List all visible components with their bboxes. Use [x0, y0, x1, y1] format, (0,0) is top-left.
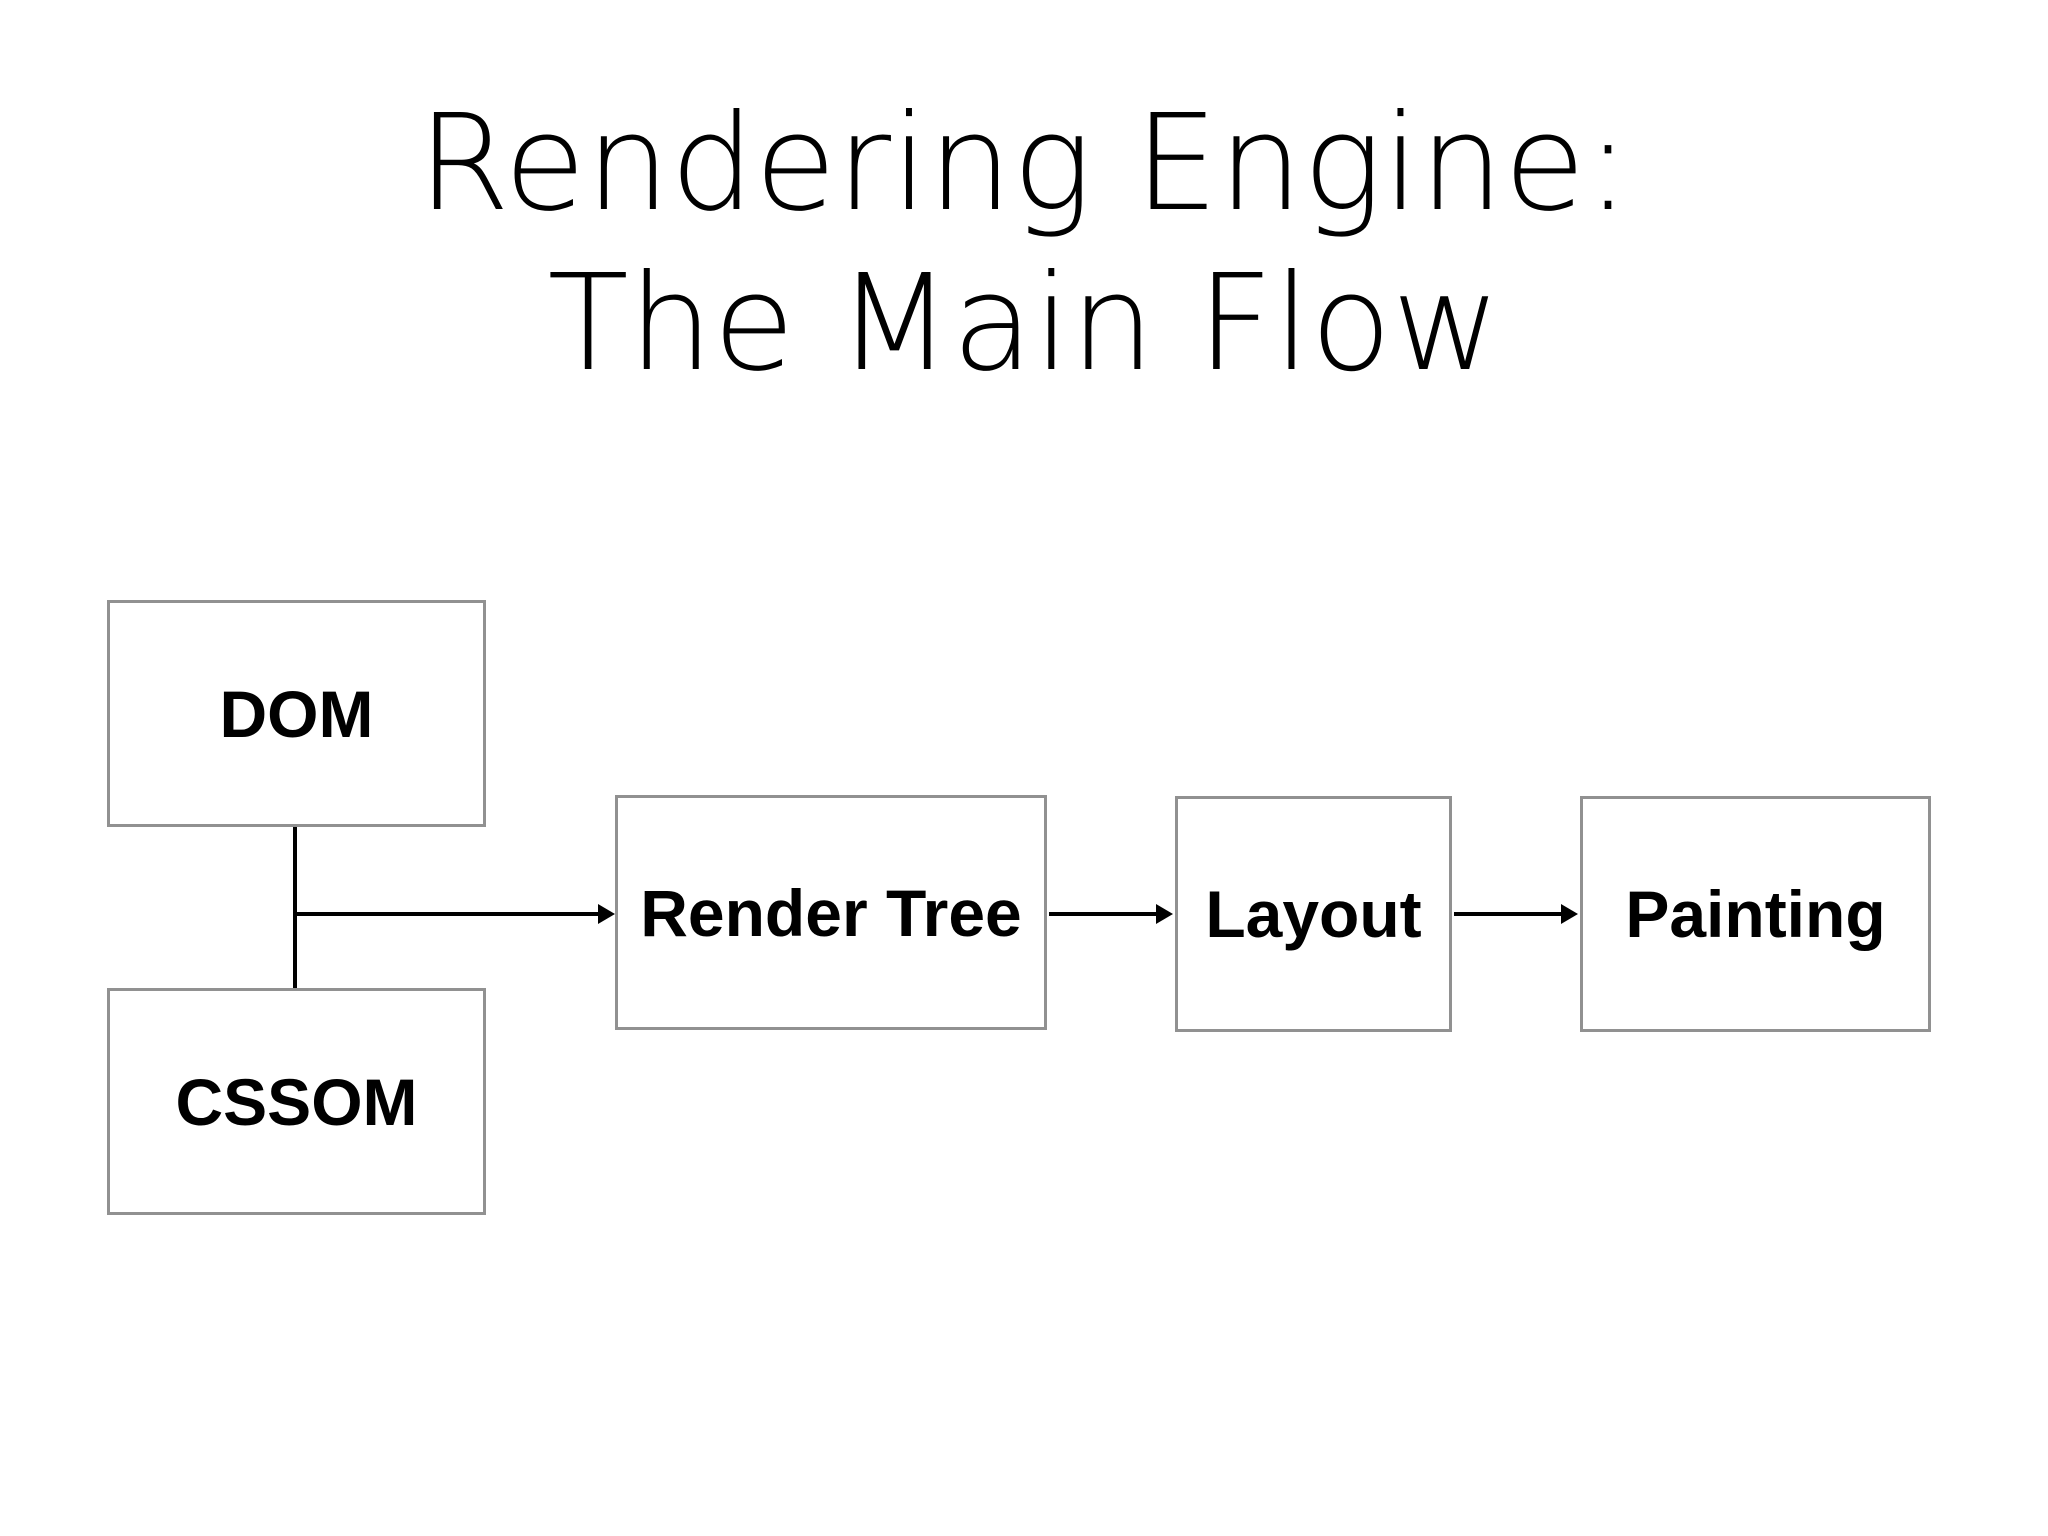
arrowhead-icon	[1561, 904, 1578, 924]
slide-title: Rendering Engine: The Main Flow	[0, 84, 2048, 404]
arrow-shaft	[1454, 912, 1562, 916]
node-layout-label: Layout	[1205, 877, 1422, 951]
node-render-tree-label: Render Tree	[640, 875, 1022, 950]
node-cssom: CSSOM	[107, 988, 486, 1215]
arrowhead-icon	[1156, 904, 1173, 924]
connector-dom-cssom-merge-line	[293, 827, 297, 988]
node-cssom-label: CSSOM	[175, 1064, 418, 1139]
node-dom: DOM	[107, 600, 486, 827]
slide-title-line2: The Main Flow	[547, 247, 1501, 401]
arrow-shaft	[1049, 912, 1157, 916]
node-layout: Layout	[1175, 796, 1452, 1032]
node-painting: Painting	[1580, 796, 1931, 1032]
slide-title-line1: Rendering Engine:	[417, 87, 1631, 241]
arrowhead-icon	[598, 904, 615, 924]
node-dom-label: DOM	[219, 676, 374, 751]
node-painting-label: Painting	[1625, 877, 1886, 951]
node-render-tree: Render Tree	[615, 795, 1047, 1030]
arrow-shaft	[295, 912, 599, 916]
